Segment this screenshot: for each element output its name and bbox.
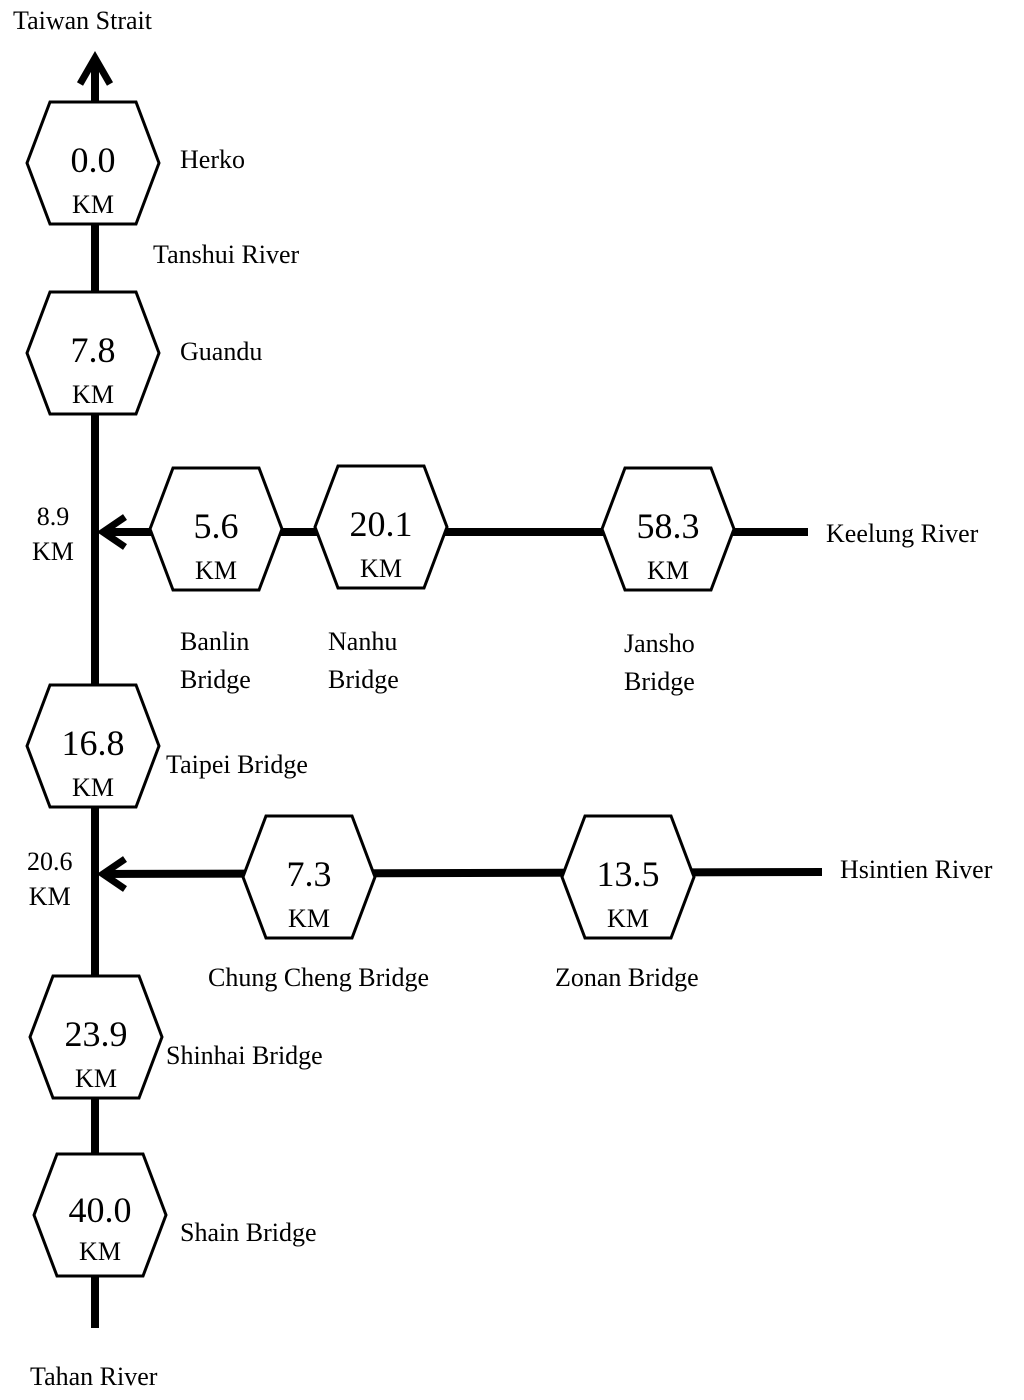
hexagon-unit: KM xyxy=(75,1064,117,1093)
hexagon-23-9km: 23.9 KM xyxy=(28,974,164,1100)
hexagon-58-3km: 58.3 KM xyxy=(600,466,736,592)
hexagon-shape xyxy=(28,974,164,1100)
hexagon-20-1km: 20.1 KM xyxy=(313,464,449,590)
hexagon-shape xyxy=(25,100,161,226)
station-label-shinhai-bridge: Shinhai Bridge xyxy=(166,1041,323,1070)
hexagon-value: 13.5 xyxy=(597,854,660,894)
hexagon-16-8km: 16.8 KM xyxy=(25,683,161,809)
hexagon-shape xyxy=(148,466,284,592)
hexagon-shape xyxy=(600,466,736,592)
hexagon-value: 16.8 xyxy=(62,723,125,763)
hexagon-unit: KM xyxy=(72,773,114,802)
hexagon-shape xyxy=(25,683,161,809)
station-label-jansho-bridge: Jansho Bridge xyxy=(624,629,695,696)
hexagon-7-3km: 7.3 KM xyxy=(241,814,377,940)
hexagon-value: 58.3 xyxy=(637,506,700,546)
hexagon-shape xyxy=(25,290,161,416)
station-label-zonan-bridge: Zonan Bridge xyxy=(555,963,699,992)
station-label-shain-bridge: Shain Bridge xyxy=(180,1218,317,1247)
station-label-banlin-bridge: Banlin Bridge xyxy=(180,627,251,694)
tanshui-river-label: Tanshui River xyxy=(153,240,300,269)
station-label-herko: Herko xyxy=(180,145,245,174)
hexagon-shape xyxy=(560,814,696,940)
keelung-river-label: Keelung River xyxy=(826,519,979,548)
hexagon-40-0km: 40.0 KM xyxy=(32,1152,168,1278)
station-label-taipei-bridge: Taipei Bridge xyxy=(166,750,308,779)
hexagon-unit: KM xyxy=(288,904,330,933)
hexagon-5-6km: 5.6 KM xyxy=(148,466,284,592)
hexagon-value: 7.8 xyxy=(71,330,116,370)
hexagon-unit: KM xyxy=(647,556,689,585)
taiwan-strait-label: Taiwan Strait xyxy=(13,6,152,35)
station-label-nanhu-bridge: Nanhu Bridge xyxy=(328,627,399,694)
station-label-guandu: Guandu xyxy=(180,337,263,366)
hexagon-7-8km: 7.8 KM xyxy=(25,290,161,416)
hsintien-river-line xyxy=(102,868,823,878)
keelung-junction-arrow-icon xyxy=(96,514,127,550)
hsintien-junction-arrow-icon xyxy=(96,856,127,892)
hexagon-shape xyxy=(32,1152,168,1278)
hexagon-unit: KM xyxy=(72,380,114,409)
hsintien-junction-distance: 20.6 KM xyxy=(27,847,73,911)
tahan-river-label: Tahan River xyxy=(30,1362,158,1391)
hexagon-unit: KM xyxy=(607,904,649,933)
hexagon-unit: KM xyxy=(79,1237,121,1266)
hexagon-shape xyxy=(241,814,377,940)
hexagon-value: 7.3 xyxy=(287,854,332,894)
station-label-chung-cheng-bridge: Chung Cheng Bridge xyxy=(208,963,429,992)
hexagon-value: 20.1 xyxy=(350,504,413,544)
hexagon-value: 0.0 xyxy=(71,140,116,180)
hexagon-0-0km: 0.0 KM xyxy=(25,100,161,226)
hexagon-shape xyxy=(313,464,449,590)
hexagon-value: 23.9 xyxy=(65,1014,128,1054)
up-arrow-icon xyxy=(76,50,114,86)
hexagon-13-5km: 13.5 KM xyxy=(560,814,696,940)
hexagon-value: 5.6 xyxy=(194,506,239,546)
hexagon-unit: KM xyxy=(72,190,114,219)
hexagon-unit: KM xyxy=(360,554,402,583)
hexagon-unit: KM xyxy=(195,556,237,585)
keelung-junction-distance: 8.9 KM xyxy=(32,502,74,566)
hsintien-river-label: Hsintien River xyxy=(840,855,993,884)
hexagon-value: 40.0 xyxy=(69,1190,132,1230)
